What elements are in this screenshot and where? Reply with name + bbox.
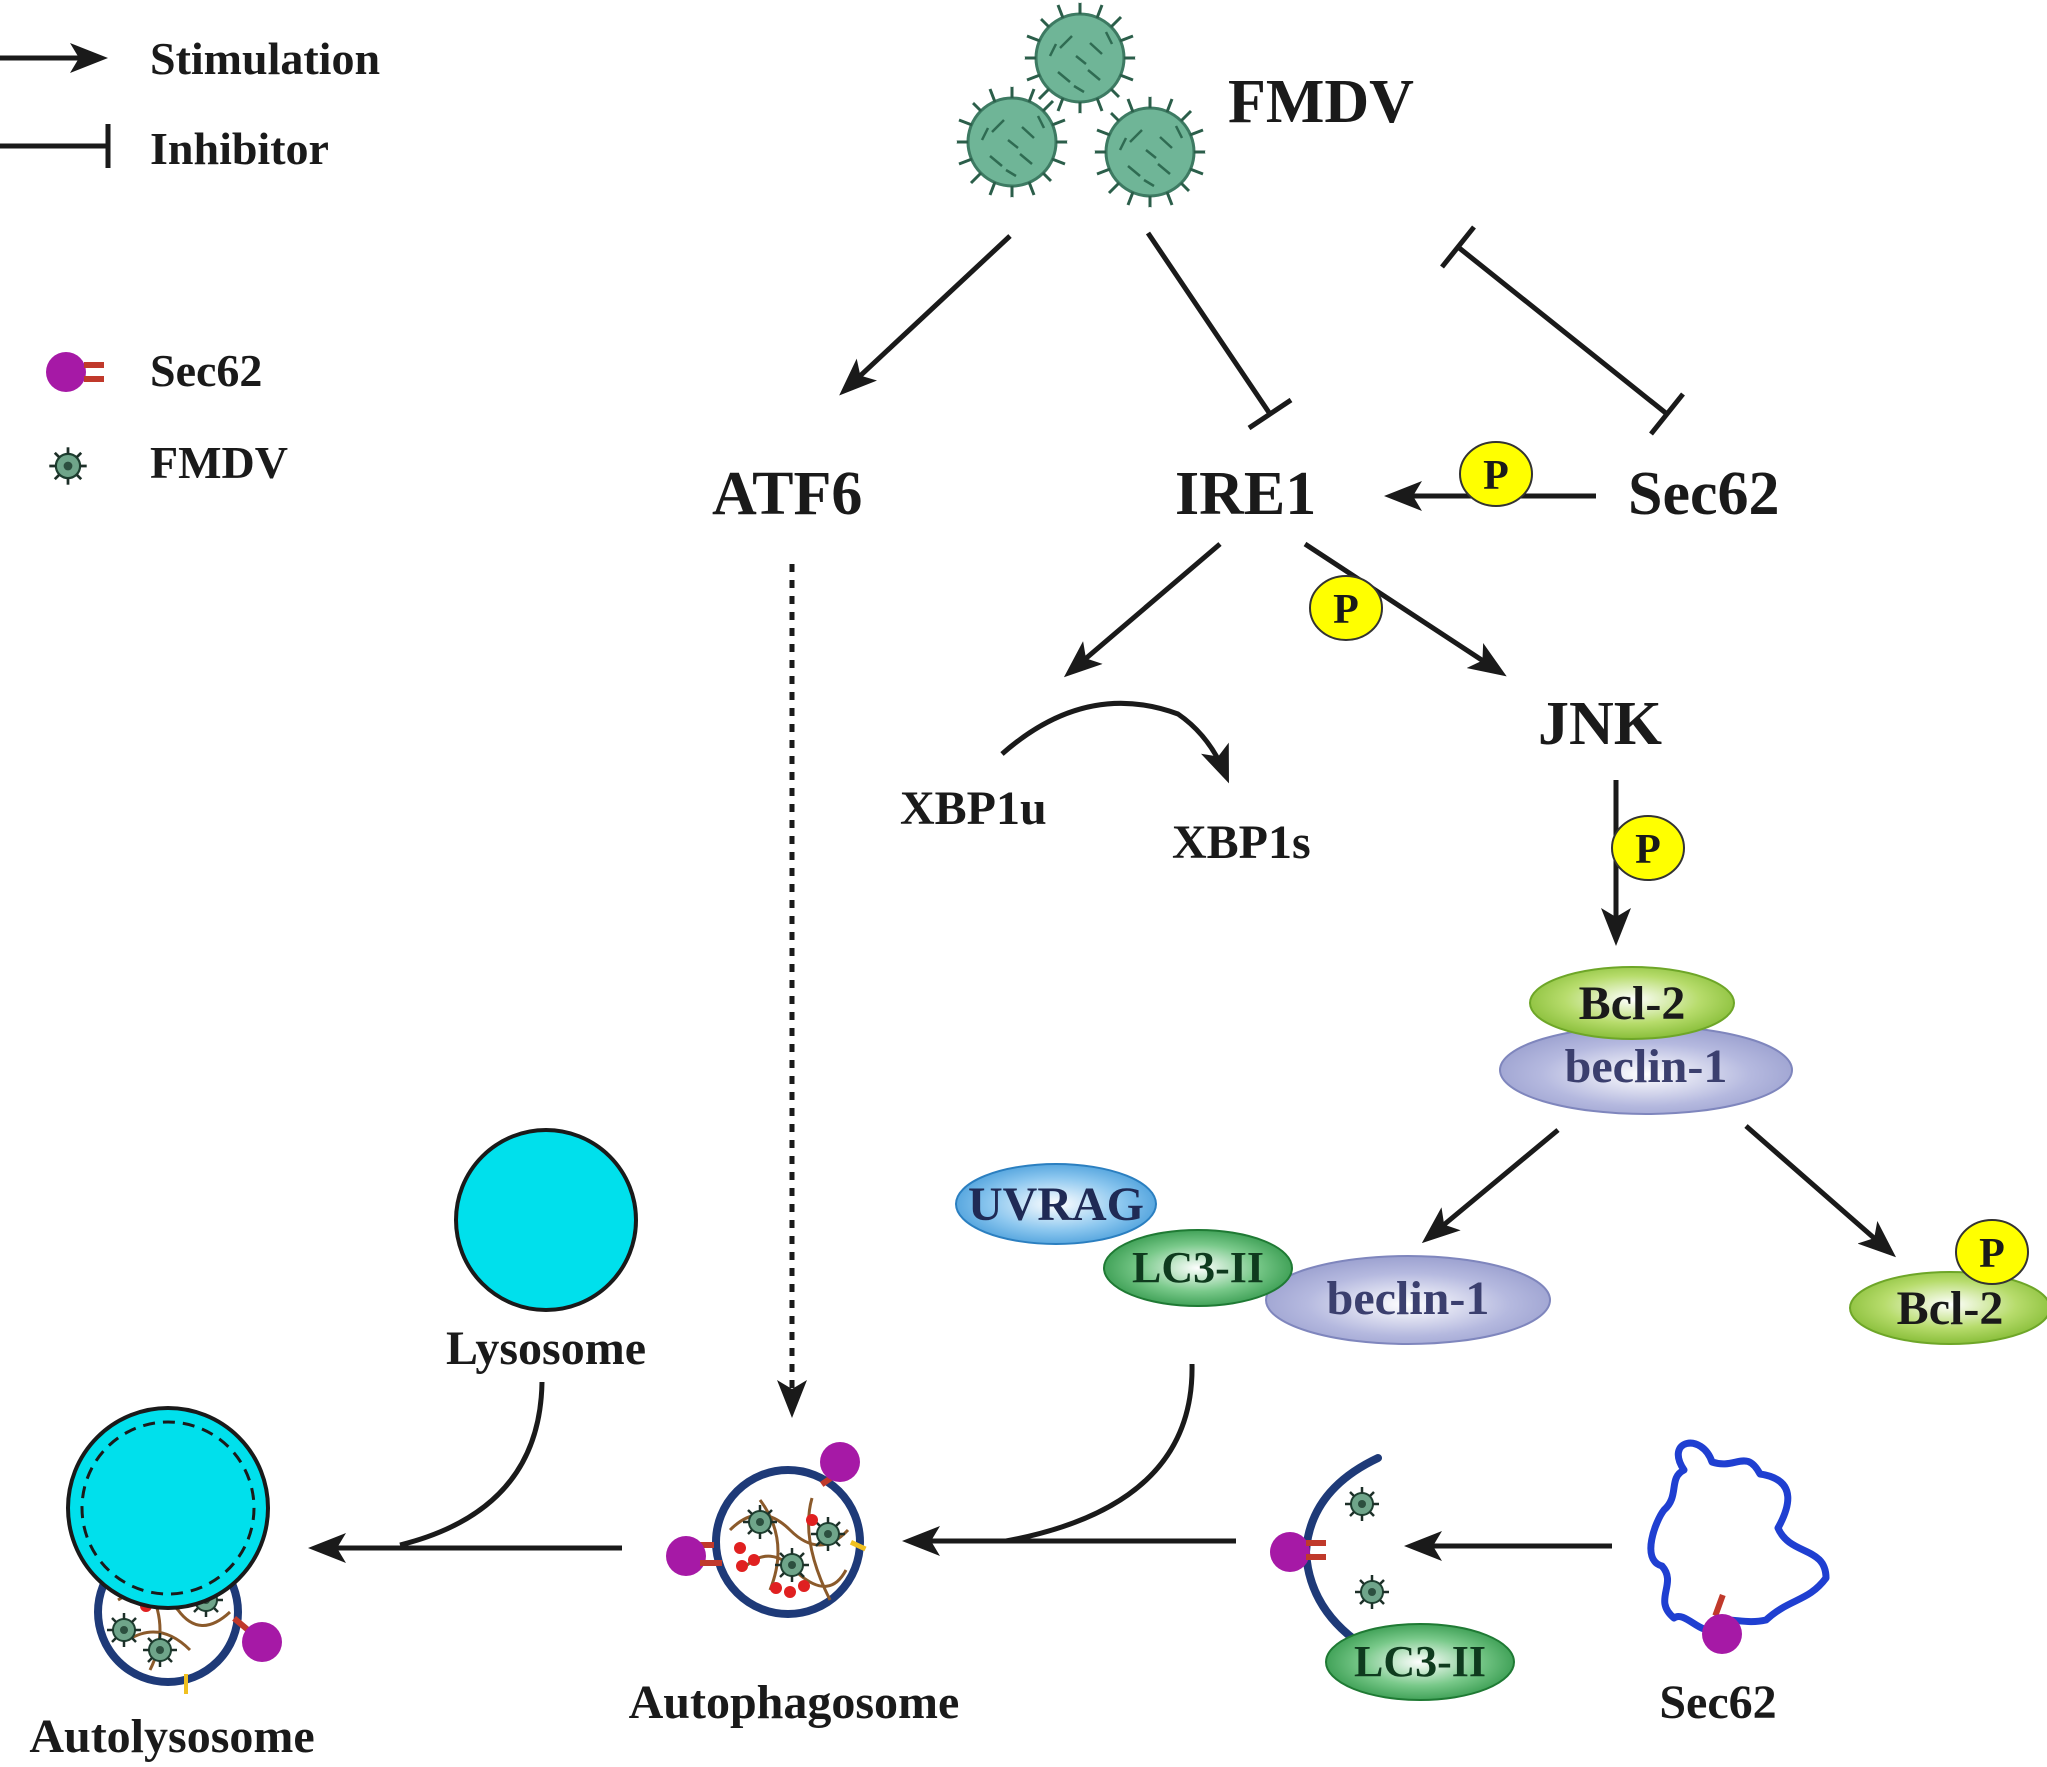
legend-inhibitor-label: Inhibitor <box>150 123 329 174</box>
fmdv-inhibits-sec62 <box>1440 225 1685 436</box>
uvrag-lc3-beclin1-complex: UVRAG LC3-II beclin-1 <box>955 1163 1551 1345</box>
svg-text:P: P <box>1635 827 1661 873</box>
legend-fmdv-label: FMDV <box>150 437 288 488</box>
complex-to-beclin1-arrow <box>1421 1128 1560 1244</box>
svg-text:P: P <box>1979 1231 2005 1277</box>
fmdv-inhibits-ire1 <box>1145 231 1293 431</box>
autolysosome-icon <box>66 1406 282 1694</box>
phospho-badge: P <box>1955 1219 2029 1285</box>
sec62-legend-icon <box>46 352 104 392</box>
virus-icon <box>949 79 1075 205</box>
jnk-label: JNK <box>1538 690 1662 758</box>
atf6-label: ATF6 <box>712 460 862 528</box>
xbp1s-label: XBP1s <box>1172 816 1311 869</box>
sec62-node-label: Sec62 <box>1628 460 1780 528</box>
xbp1-splicing-arrow <box>1000 700 1229 784</box>
uvrag-label: UVRAG <box>968 1178 1144 1231</box>
fmdv-legend-icon <box>47 445 89 487</box>
beclin1-free-label: beclin-1 <box>1327 1272 1490 1325</box>
inhibitor-bar-icon <box>0 124 111 168</box>
phospho-bcl2: Bcl-2 P <box>1849 1219 2047 1345</box>
bcl2-complex-label: Bcl-2 <box>1579 977 1686 1030</box>
lysosome-label: Lysosome <box>446 1322 646 1375</box>
lc3ii-phagophore-label: LC3-II <box>1354 1637 1486 1686</box>
fmdv-virus-cluster <box>949 0 1213 215</box>
complex-merge-curve <box>1005 1363 1195 1544</box>
fmdv-title-label: FMDV <box>1228 68 1414 136</box>
legend-sec62-label: Sec62 <box>150 345 262 396</box>
lysosome-icon <box>454 1128 638 1312</box>
virus-icon <box>1017 0 1143 121</box>
ire1-label: IRE1 <box>1175 460 1316 528</box>
fmdv-to-atf6-arrow <box>839 234 1012 396</box>
lc3ii-complex-label: LC3-II <box>1132 1243 1264 1292</box>
sec62-er-label: Sec62 <box>1659 1676 1776 1729</box>
autolysosome-label: Autolysosome <box>29 1710 314 1763</box>
legend-stimulation-label: Stimulation <box>150 33 380 84</box>
legend: Stimulation Inhibitor Sec62 FMDV <box>0 33 380 488</box>
phagophore-icon: LC3-II <box>1270 1454 1515 1701</box>
phospho-badge: P <box>1309 575 1383 641</box>
beclin1-complex-label: beclin-1 <box>1565 1040 1728 1093</box>
ire1-to-xbp1-arrow <box>1063 542 1222 678</box>
svg-text:P: P <box>1483 453 1509 499</box>
phospho-badge: P <box>1611 815 1685 881</box>
xbp1u-label: XBP1u <box>900 782 1047 835</box>
lysosome-merge-curve <box>399 1381 545 1548</box>
er-membrane-icon <box>1647 1439 1830 1654</box>
autophagosome-icon <box>666 1442 867 1618</box>
autophagosome-label: Autophagosome <box>629 1676 960 1729</box>
complex-to-bcl2-arrow <box>1744 1124 1897 1258</box>
phospho-badge: P <box>1459 441 1533 507</box>
ire1-to-jnk-arrow <box>1303 541 1507 677</box>
svg-text:P: P <box>1333 587 1359 633</box>
bcl2-free-label: Bcl-2 <box>1897 1282 2004 1335</box>
bcl2-beclin1-complex: Bcl-2 beclin-1 <box>1499 966 1793 1115</box>
virus-icon <box>1087 89 1213 215</box>
